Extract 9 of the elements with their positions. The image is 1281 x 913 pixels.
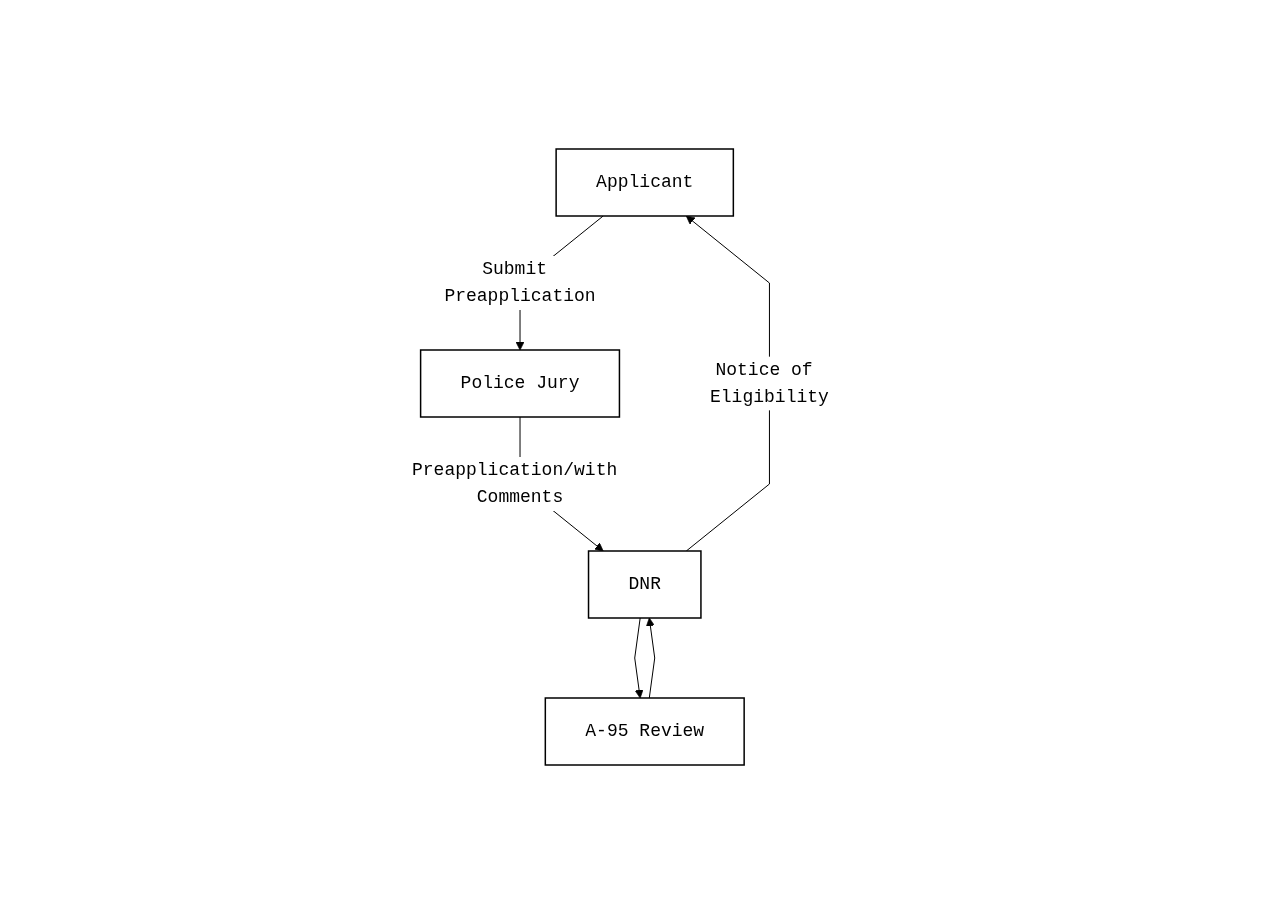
edge-label: Preapplication/with Comments — [411, 459, 618, 507]
node-box: DNR — [587, 549, 702, 619]
node-box: A-95 Review — [544, 696, 745, 766]
arrow — [634, 617, 644, 698]
node-box: Applicant — [555, 147, 734, 217]
node-box: Police Jury — [419, 348, 620, 418]
arrow — [645, 617, 655, 698]
edge-label: Notice of Eligibility — [709, 359, 829, 406]
edge-label: Submit Preapplication — [444, 258, 596, 306]
